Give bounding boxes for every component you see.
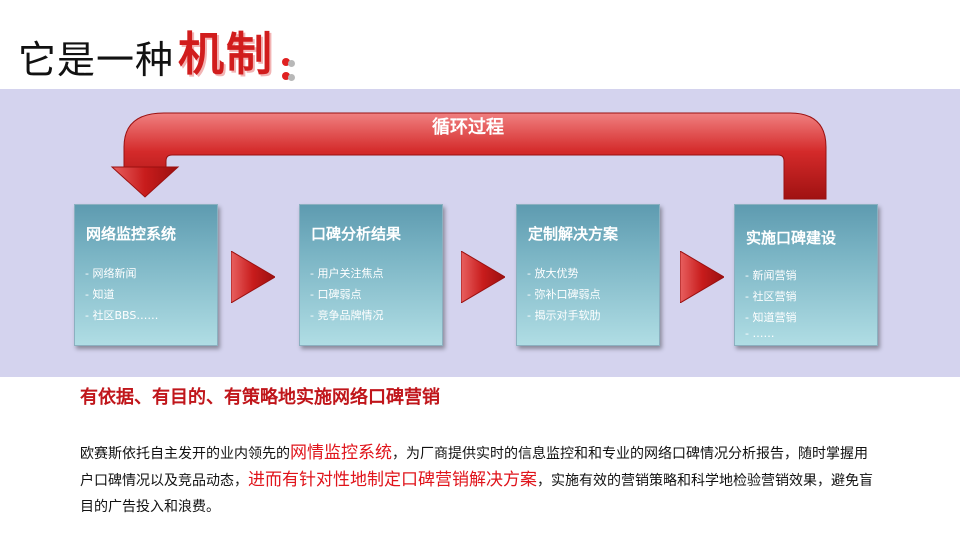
title-emphasis-text: 机制 [178, 27, 275, 81]
step-item: - …… [745, 327, 775, 340]
step-arrow-2 [461, 251, 505, 303]
para-text: 欧赛斯依托自主发开的业内领先的 [80, 446, 290, 462]
para-text: ，实施有效的营销策略和科学地检验营销效果，避免盲目的广告投入和浪费。 [80, 473, 873, 515]
title-plain-text: 它是一种 [18, 38, 175, 82]
step-box-implementation: 实施口碑建设 - 新闻营销 - 社区营销 - 知道营销 - …… [734, 204, 878, 346]
step-box-analysis: 口碑分析结果 - 用户关注焦点 - 口碑弱点 - 竞争品牌情况 [299, 204, 443, 346]
cycle-label: 循环过程 [432, 116, 504, 138]
cycle-arrow: 循环过程 [110, 112, 827, 200]
step-item: - 竞争品牌情况 [310, 309, 384, 322]
step-title: 网络监控系统 [86, 225, 177, 243]
title-colon-dots [278, 48, 296, 84]
step-item: - 用户关注焦点 [310, 267, 384, 280]
para-highlight: 网情监控系统 [290, 443, 392, 463]
step-item: - 口碑弱点 [310, 288, 362, 301]
step-item: - 网络新闻 [85, 267, 137, 280]
step-item: - 知道 [85, 288, 115, 301]
step-item: - 放大优势 [527, 267, 579, 280]
step-item: - 新闻营销 [745, 269, 797, 282]
step-title: 实施口碑建设 [746, 229, 837, 247]
step-arrow-1 [231, 251, 275, 303]
step-item: - 弥补口碑弱点 [527, 288, 601, 301]
description-paragraph: 欧赛斯依托自主发开的业内领先的网情监控系统，为厂商提供实时的信息监控和和专业的网… [80, 440, 880, 520]
subtitle: 有依据、有目的、有策略地实施网络口碑营销 [80, 387, 440, 408]
step-arrow-3 [680, 251, 724, 303]
page-title: 它是一种 机制 [18, 24, 296, 84]
step-item: - 揭示对手软肋 [527, 309, 601, 322]
step-item: - 社区营销 [745, 290, 797, 303]
step-item: - 社区BBS…… [85, 309, 159, 322]
step-title: 定制解决方案 [528, 225, 619, 243]
step-title: 口碑分析结果 [311, 225, 402, 243]
step-item: - 知道营销 [745, 311, 797, 324]
step-box-monitoring: 网络监控系统 - 网络新闻 - 知道 - 社区BBS…… [74, 204, 218, 346]
cycle-arrow-head [110, 166, 180, 198]
para-highlight: 进而有针对性地制定口碑营销解决方案 [248, 470, 537, 490]
step-box-solution: 定制解决方案 - 放大优势 - 弥补口碑弱点 - 揭示对手软肋 [516, 204, 660, 346]
cycle-arrow-body [123, 112, 827, 200]
para-text: ，为厂商提供实时的信息监控和和专业的网络口碑情况分析报告，随时掌握用户口碑情况以… [80, 446, 868, 489]
